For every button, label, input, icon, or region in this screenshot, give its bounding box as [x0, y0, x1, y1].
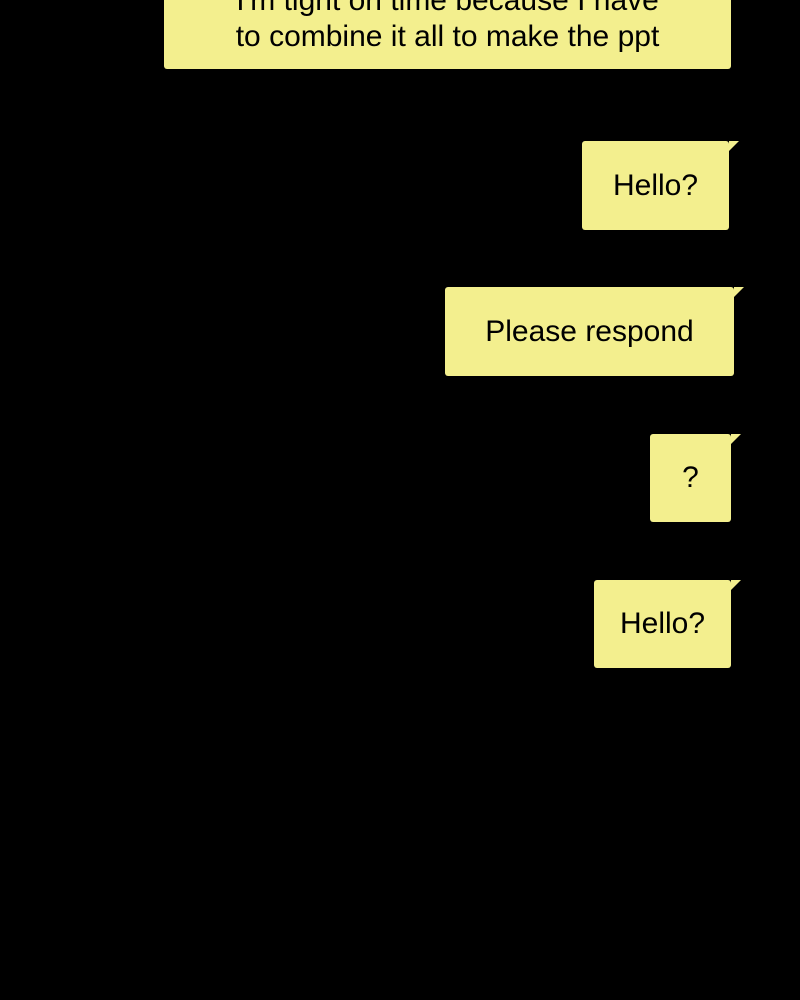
- message-bubble: Hello?: [594, 580, 741, 668]
- message-text: Please respond: [485, 314, 694, 348]
- message-text-line-1: I'm tight on time because I have: [236, 0, 659, 17]
- message-text-line-2: to combine it all to make the ppt: [235, 20, 660, 53]
- bubble-tail-icon: [731, 434, 741, 444]
- message-text: Hello?: [619, 607, 706, 640]
- message-bubble: Hello?: [582, 141, 739, 230]
- message-bubble: Please respond: [445, 287, 744, 376]
- bubble-tail-icon: [731, 580, 741, 590]
- bubble-tail-icon: [729, 141, 739, 151]
- message-text: ?: [682, 461, 699, 494]
- message-bubble: I'm tight on time because I have to comb…: [164, 0, 731, 69]
- message-bubble: ?: [650, 434, 741, 522]
- bubble-tail-icon: [734, 287, 744, 297]
- message-text: Hello?: [612, 168, 699, 202]
